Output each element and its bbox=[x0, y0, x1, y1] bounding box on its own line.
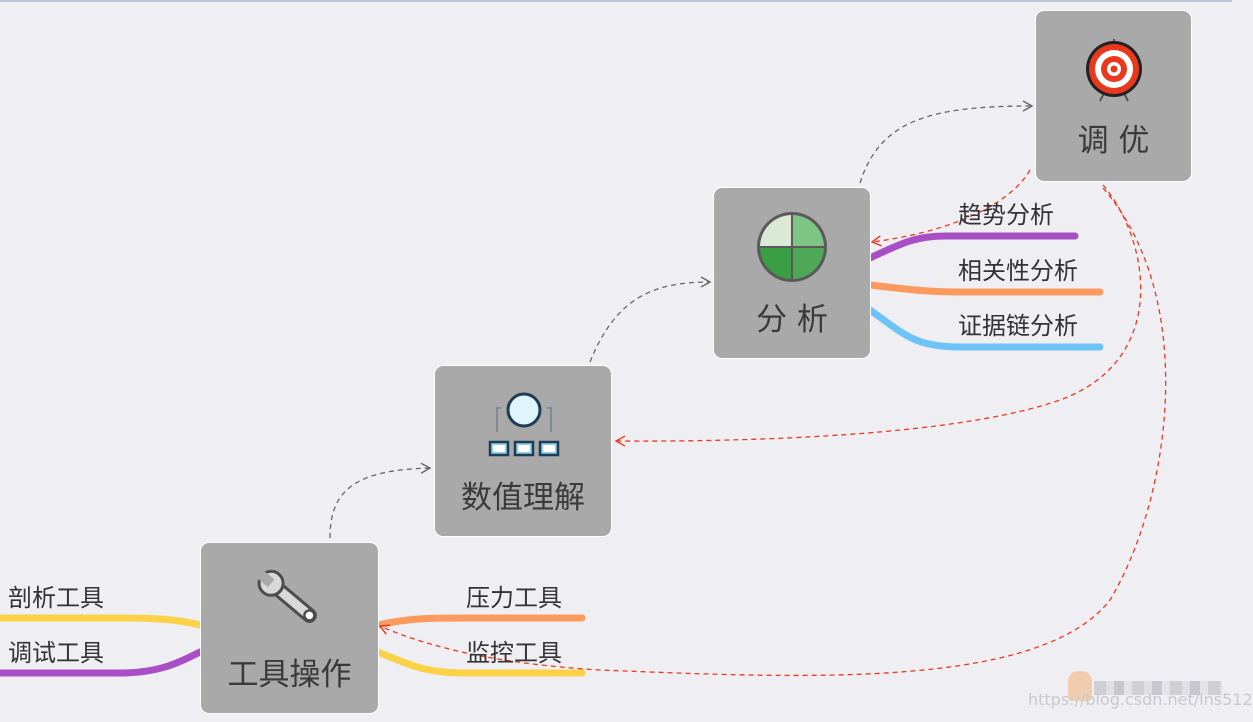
branch-line-monitor bbox=[374, 648, 586, 677]
node-label: 数值理解 bbox=[461, 480, 585, 516]
wrench-icon bbox=[255, 567, 327, 633]
flow-arrow-analysis-to-tuning bbox=[859, 100, 1034, 184]
target-icon bbox=[1084, 37, 1144, 103]
branch-evidence-chain-analysis[interactable]: 证据链分析 bbox=[958, 312, 1078, 340]
branch-line-debug bbox=[0, 648, 204, 677]
node-tuning[interactable]: 调 优 bbox=[1035, 10, 1192, 182]
branch-profiling-tools[interactable]: 剖析工具 bbox=[8, 584, 104, 612]
flow-arrow-tools-to-understanding bbox=[329, 462, 432, 539]
node-label: 工具操作 bbox=[227, 657, 352, 693]
branch-line-pressure bbox=[374, 614, 586, 629]
branch-debug-tools[interactable]: 调试工具 bbox=[8, 639, 104, 667]
branch-line-correlation bbox=[866, 281, 1104, 296]
branch-pressure-tools[interactable]: 压力工具 bbox=[466, 584, 562, 612]
node-tools[interactable]: 工具操作 bbox=[200, 542, 379, 714]
org-chart-icon bbox=[487, 390, 561, 460]
node-label: 分 析 bbox=[756, 302, 828, 338]
watermark-logo bbox=[1068, 671, 1092, 701]
branch-line-evidence bbox=[866, 306, 1104, 351]
watermark-pixelation bbox=[1094, 681, 1222, 695]
branch-line-trend bbox=[866, 232, 1079, 262]
feedback-arrow-tuning-to-understanding bbox=[614, 184, 1142, 447]
feedback-arrow-tuning-to-tools bbox=[378, 187, 1167, 677]
top-border bbox=[0, 0, 1232, 2]
branch-monitor-tools[interactable]: 监控工具 bbox=[466, 639, 562, 667]
node-analysis[interactable]: 分 析 bbox=[713, 187, 871, 359]
branch-correlation-analysis[interactable]: 相关性分析 bbox=[958, 257, 1078, 285]
watermark-text: https://blog.csdn.net/lns512 bbox=[1028, 690, 1253, 709]
feedback-arrow-tuning-to-analysis bbox=[870, 169, 1031, 247]
pie-chart-icon bbox=[755, 210, 829, 284]
branch-trend-analysis[interactable]: 趋势分析 bbox=[958, 201, 1054, 229]
flow-arrow-understanding-to-analysis bbox=[589, 276, 712, 363]
node-understanding[interactable]: 数值理解 bbox=[434, 365, 612, 537]
branch-line-profiling bbox=[0, 614, 204, 629]
node-label: 调 优 bbox=[1077, 123, 1150, 159]
